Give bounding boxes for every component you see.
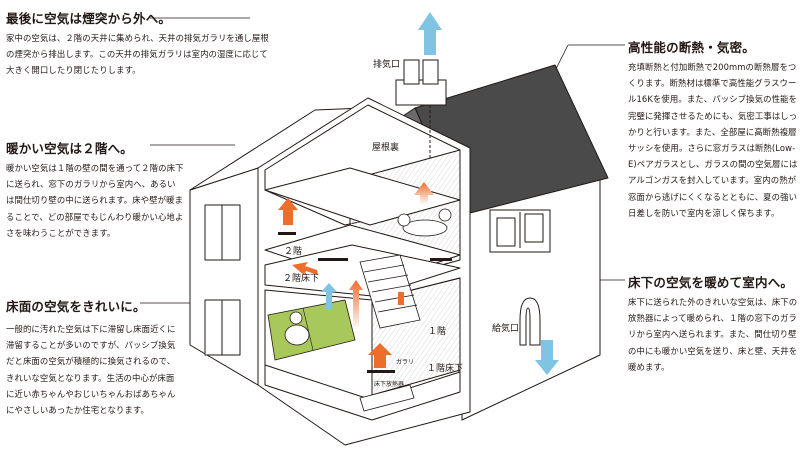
grandma-figure: [284, 311, 310, 346]
chimney: [395, 59, 447, 160]
panel-underfloor-air-body: 床下に送られた外のきれいな空気は、床下の放熱器によって暖められ、１階の窓下のガラ…: [628, 297, 798, 372]
panel-underfloor-air: 床下の空気を暖めて室内へ。 床下に送られた外のきれいな空気は、床下の放熱器によっ…: [628, 272, 798, 375]
underfloor-heater: [359, 384, 415, 412]
panel-insulation-body: 充填断熱と付加断熱で200mmの断熱層をつくります。断熱材は標準で高性能グラスウ…: [628, 62, 798, 218]
warm-arrow-attic: [414, 182, 434, 205]
panel-chimney-exhaust: 最後に空気は煙突から外へ。 家中の空気は、２階の天井に集められ、天井の排気ガラリ…: [6, 8, 276, 79]
panel-chimney-exhaust-title: 最後に空気は煙突から外へ。: [6, 11, 172, 26]
panel-warm-air-upstairs-title: 暖かい空気は２階へ。: [6, 141, 134, 156]
house-main: [189, 97, 471, 446]
label-floor2-underfloor: ２階床下: [283, 272, 319, 284]
staircase: [359, 254, 421, 329]
warm-arrow-stair: [398, 292, 404, 305]
panel-insulation-title: 高性能の断熱・気密。: [628, 40, 756, 55]
warm-arrow-2f-left: [278, 198, 298, 225]
label-exhaust-port: 排気口: [373, 58, 400, 70]
label-floor2: ２階: [284, 246, 302, 257]
warm-arrow-1f: [368, 343, 392, 368]
panel-underfloor-air-title: 床下の空気を暖めて室内へ。: [628, 275, 794, 290]
grilles: [278, 232, 452, 373]
tatami-floor: [267, 299, 356, 361]
label-floor1-underfloor: １階床下: [427, 362, 463, 374]
warm-arrow-2f-floor: [292, 262, 318, 275]
label-attic: 屋根裏: [372, 141, 399, 153]
panel-chimney-exhaust-body: 家中の空気は、２階の天井に集められ、天井の排気ガラリを通し屋根の煙突から排出しま…: [6, 33, 269, 76]
label-underfloor-heater: 床下放熱器: [374, 380, 404, 388]
panel-clean-floor-air-title: 床面の空気をきれいに。: [6, 299, 146, 314]
warm-arrow-wall: [349, 280, 363, 330]
panel-insulation: 高性能の断熱・気密。 充填断熱と付加断熱で200mmの断熱層をつくります。断熱材…: [628, 37, 798, 221]
cool-arrow-floor: [321, 283, 337, 310]
intake-duct: [519, 297, 541, 346]
panel-warm-air-upstairs-body: 暖かい空気は１階の壁の間を通って２階の床下に送られ、窓下のガラリから室内へ、ある…: [6, 163, 184, 238]
baby-figure: [397, 208, 452, 237]
label-floor1: １階: [428, 326, 446, 337]
cool-air-arrows: [321, 12, 559, 375]
panel-warm-air-upstairs: 暖かい空気は２階へ。 暖かい空気は１階の壁の間を通って２階の床下に送られ、窓下の…: [6, 138, 184, 241]
panel-clean-floor-air: 床面の空気をきれいに。 一般的に汚れた空気は下に滞留し床面近くに滞留することが多…: [6, 296, 178, 418]
warm-air-arrows: [278, 182, 434, 368]
cool-arrow-intake: [535, 340, 559, 375]
cool-arrow-exhaust: [418, 12, 442, 55]
label-intake-port: 給気口: [492, 322, 519, 334]
label-grille: ガラリ: [396, 358, 414, 366]
panel-clean-floor-air-body: 一般的に汚れた空気は下に滞留し床面近くに滞留することが多いのですが、パッシブ換気…: [6, 324, 176, 416]
